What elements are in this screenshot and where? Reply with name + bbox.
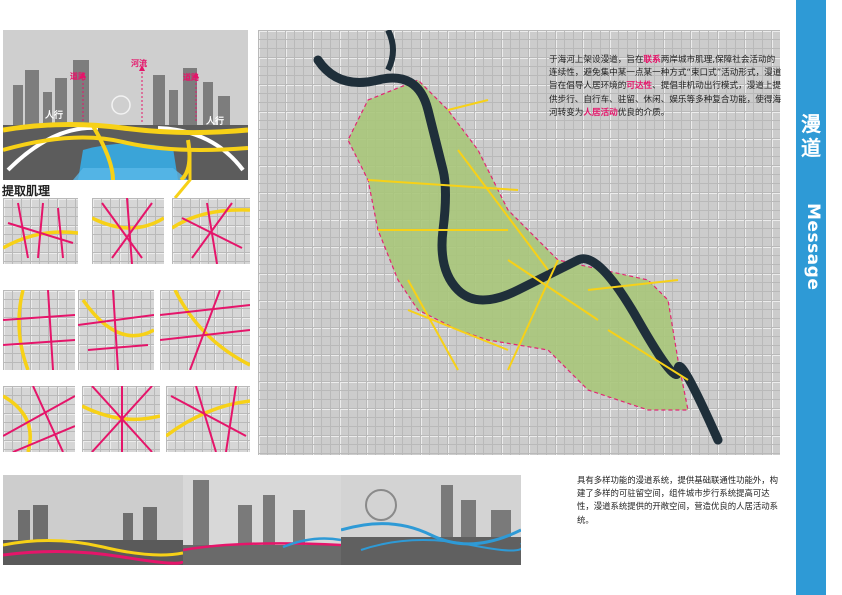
- texture-map-1: [3, 198, 78, 264]
- texture-section-title: 提取肌理: [2, 184, 51, 198]
- texture-map-4: [3, 290, 75, 370]
- description-bottom: 具有多样功能的漫道系统，提供基础联通性功能外，构建了多样的可驻留空间，组件城市步…: [577, 475, 778, 525]
- description-seg-2: 联系: [643, 55, 661, 65]
- top-photo-graphics: [3, 30, 248, 180]
- connector-line: [173, 152, 192, 199]
- label-river: 河流: [131, 59, 147, 68]
- description-seg-5: 、提倡非机动出行模式，漫道上提供步行、自行车、驻留、休闲、娱乐等多种复合功能，使…: [549, 81, 782, 118]
- title-english: Message: [803, 203, 823, 291]
- description-seg-3: 两岸城市肌理,保障社会活动的连续性，避免集中某一点某一种方式“束口式”活动形式，…: [549, 55, 782, 92]
- label-road-left: 道路: [70, 72, 86, 81]
- description-seg-4: 可达性: [626, 81, 653, 92]
- description-top: 于海河上架设漫道，旨在联系两岸城市肌理,保障社会活动的连续性，避免集中某一点某一…: [549, 54, 783, 120]
- label-road-right: 道路: [183, 73, 199, 82]
- bottom-photo-2: [183, 475, 341, 565]
- texture-map-9: [166, 386, 250, 452]
- description-seg-7: 优良的介质。: [617, 107, 670, 118]
- top-river-photo: 道路 河流 道路 人行 人行: [3, 30, 248, 180]
- bottom-photo-3: [341, 475, 521, 565]
- master-plan-graphics: [313, 30, 723, 445]
- label-pedestrian-left: 人行: [45, 111, 64, 121]
- bottom-photo-3-graphics: [341, 475, 521, 565]
- texture-map-5: [78, 290, 154, 370]
- title-chinese: 漫道: [801, 112, 821, 160]
- texture-map-8: [82, 386, 160, 452]
- bottom-photo-1-graphics: [3, 475, 183, 565]
- bottom-photo-2-graphics: [183, 475, 341, 565]
- description-seg-1: 于海河上架设漫道，旨在: [549, 55, 644, 65]
- texture-map-6: [160, 290, 250, 370]
- texture-map-3: [172, 198, 250, 264]
- label-pedestrian-right: 人行: [206, 117, 225, 127]
- texture-map-7: [3, 386, 75, 452]
- bottom-photo-1: [3, 475, 183, 565]
- master-plan-map: [258, 30, 780, 455]
- title-banner: [796, 0, 826, 595]
- description-seg-6: 人居活动: [583, 107, 618, 118]
- texture-map-2: [92, 198, 164, 264]
